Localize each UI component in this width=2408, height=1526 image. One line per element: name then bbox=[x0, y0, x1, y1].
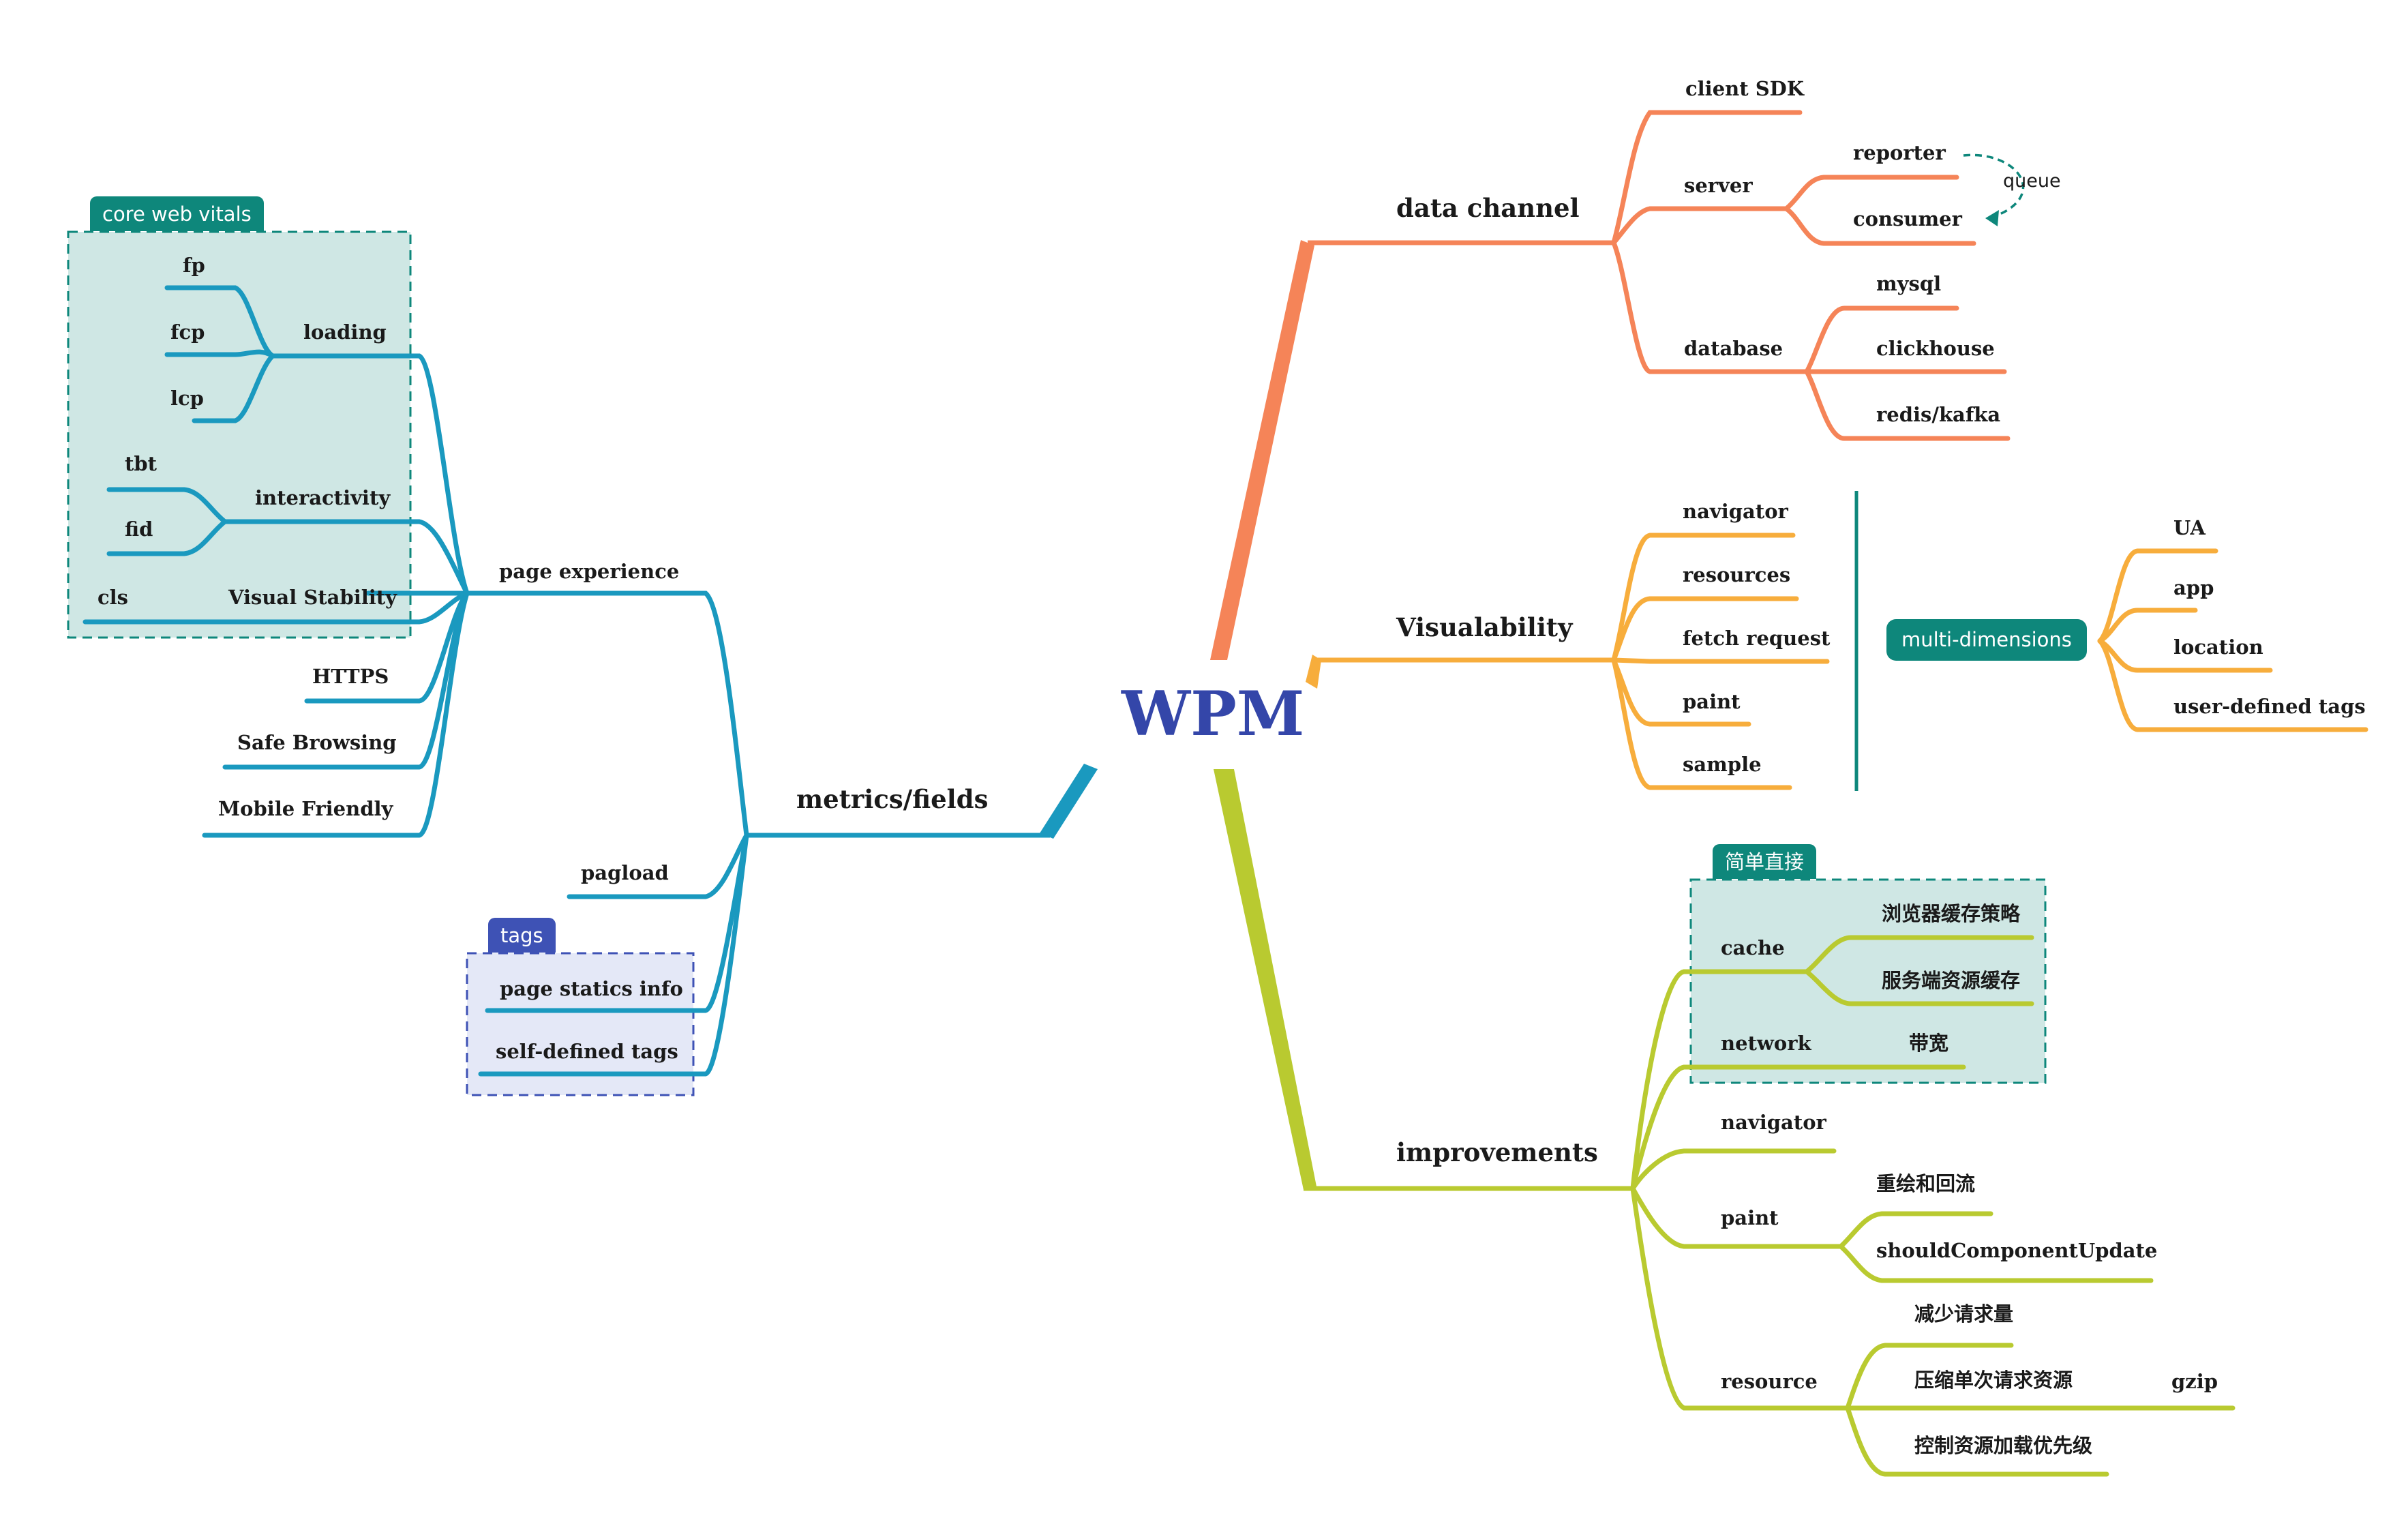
simple-direct-box bbox=[1689, 878, 2047, 1084]
node-browser-cache[interactable]: 浏览器缓存策略 bbox=[1882, 902, 2021, 925]
edge-server bbox=[1611, 206, 1789, 245]
node-gzip[interactable]: gzip bbox=[2171, 1370, 2218, 1393]
node-vis-resources[interactable]: resources bbox=[1683, 563, 1791, 586]
node-page-statics-info[interactable]: page statics info bbox=[500, 977, 683, 1000]
node-reduce-requests[interactable]: 减少请求量 bbox=[1914, 1302, 2014, 1326]
node-fid[interactable]: fid bbox=[125, 518, 153, 541]
node-data-channel[interactable]: data channel bbox=[1396, 193, 1580, 223]
edge-page-experience bbox=[365, 590, 749, 838]
edge-database bbox=[1611, 240, 1809, 374]
node-consumer[interactable]: consumer bbox=[1853, 207, 1962, 230]
node-metrics-fields[interactable]: metrics/fields bbox=[796, 784, 989, 814]
node-should-component-update[interactable]: shouldComponentUpdate bbox=[1876, 1239, 2158, 1262]
node-database[interactable]: database bbox=[1684, 337, 1784, 360]
queue-arrowhead bbox=[1985, 210, 1999, 226]
node-visual-stability[interactable]: Visual Stability bbox=[228, 586, 397, 609]
node-mobile-friendly[interactable]: Mobile Friendly bbox=[218, 797, 393, 820]
node-multi-dimensions[interactable]: multi-dimensions bbox=[1886, 619, 2087, 661]
trunk-visualability bbox=[1306, 655, 1614, 689]
node-imp-navigator[interactable]: navigator bbox=[1721, 1111, 1826, 1134]
node-resource[interactable]: resource bbox=[1721, 1370, 1818, 1393]
tags-box bbox=[466, 952, 695, 1096]
group-tag-tags: tags bbox=[488, 918, 556, 953]
node-load-priority[interactable]: 控制资源加载优先级 bbox=[1914, 1434, 2093, 1457]
node-client-sdk[interactable]: client SDK bbox=[1685, 77, 1805, 100]
edge-navigator bbox=[1611, 533, 1796, 663]
queue-arrow bbox=[1963, 153, 2025, 220]
node-app[interactable]: app bbox=[2173, 576, 2214, 599]
edge-reporter bbox=[1784, 175, 1959, 211]
node-compress-request[interactable]: 压缩单次请求资源 bbox=[1914, 1368, 2073, 1392]
edge-navigator-imp bbox=[1630, 1148, 1837, 1191]
core-web-vitals-box bbox=[67, 230, 412, 639]
edge-cache bbox=[1630, 969, 1809, 1191]
node-pagload[interactable]: pagload bbox=[581, 861, 669, 884]
trunk-metrics bbox=[747, 764, 1098, 839]
trunk-improvements bbox=[1214, 769, 1633, 1191]
node-server[interactable]: server bbox=[1684, 174, 1753, 197]
group-tag-simple-direct: 简单直接 bbox=[1713, 844, 1817, 879]
node-network[interactable]: network bbox=[1721, 1032, 1811, 1055]
node-location[interactable]: location bbox=[2173, 635, 2263, 659]
edge-network bbox=[1630, 1064, 1966, 1191]
node-mysql[interactable]: mysql bbox=[1876, 272, 1942, 295]
node-fp[interactable]: fp bbox=[183, 254, 205, 277]
node-page-experience[interactable]: page experience bbox=[499, 560, 680, 583]
node-user-defined-tags[interactable]: user-defined tags bbox=[2173, 695, 2366, 718]
node-improvements[interactable]: improvements bbox=[1396, 1137, 1598, 1167]
node-vis-sample[interactable]: sample bbox=[1683, 753, 1762, 776]
node-server-cache[interactable]: 服务端资源缓存 bbox=[1882, 969, 2021, 992]
node-safe-browsing[interactable]: Safe Browsing bbox=[237, 731, 397, 754]
node-vis-fetch-request[interactable]: fetch request bbox=[1683, 627, 1831, 650]
node-https[interactable]: HTTPS bbox=[312, 665, 389, 688]
node-cls[interactable]: cls bbox=[97, 586, 129, 609]
edge-consumer bbox=[1784, 206, 1976, 246]
queue-label: queue bbox=[2003, 170, 2061, 192]
node-reporter[interactable]: reporter bbox=[1853, 141, 1946, 164]
node-lcp[interactable]: lcp bbox=[170, 387, 204, 410]
center-node[interactable]: WPM bbox=[1122, 678, 1305, 750]
node-loading[interactable]: loading bbox=[303, 320, 387, 344]
node-repaint-reflow[interactable]: 重绘和回流 bbox=[1876, 1172, 1976, 1195]
node-cache[interactable]: cache bbox=[1721, 936, 1785, 959]
node-interactivity[interactable]: interactivity bbox=[255, 486, 391, 509]
node-visualability[interactable]: Visualability bbox=[1396, 612, 1573, 642]
edge-redis bbox=[1804, 369, 2011, 441]
node-vis-paint[interactable]: paint bbox=[1683, 690, 1741, 713]
edge-paint bbox=[1630, 1186, 1843, 1249]
node-ua[interactable]: UA bbox=[2173, 516, 2206, 539]
node-vis-navigator[interactable]: navigator bbox=[1683, 500, 1788, 523]
node-bandwidth[interactable]: 带宽 bbox=[1909, 1032, 1949, 1055]
node-fcp[interactable]: fcp bbox=[170, 320, 205, 344]
node-tbt[interactable]: tbt bbox=[125, 452, 157, 475]
edge-client-sdk bbox=[1611, 110, 1803, 245]
edge-pagload bbox=[567, 833, 749, 899]
edge-resource bbox=[1630, 1186, 1850, 1411]
node-clickhouse[interactable]: clickhouse bbox=[1876, 337, 1995, 360]
trunk-data-channel bbox=[1210, 240, 1614, 660]
node-redis-kafka[interactable]: redis/kafka bbox=[1876, 403, 2001, 426]
node-self-defined-tags[interactable]: self-defined tags bbox=[496, 1040, 678, 1063]
group-tag-core-web-vitals: core web vitals bbox=[90, 196, 264, 231]
node-imp-paint[interactable]: paint bbox=[1721, 1206, 1779, 1229]
edge-mysql bbox=[1804, 305, 1959, 374]
